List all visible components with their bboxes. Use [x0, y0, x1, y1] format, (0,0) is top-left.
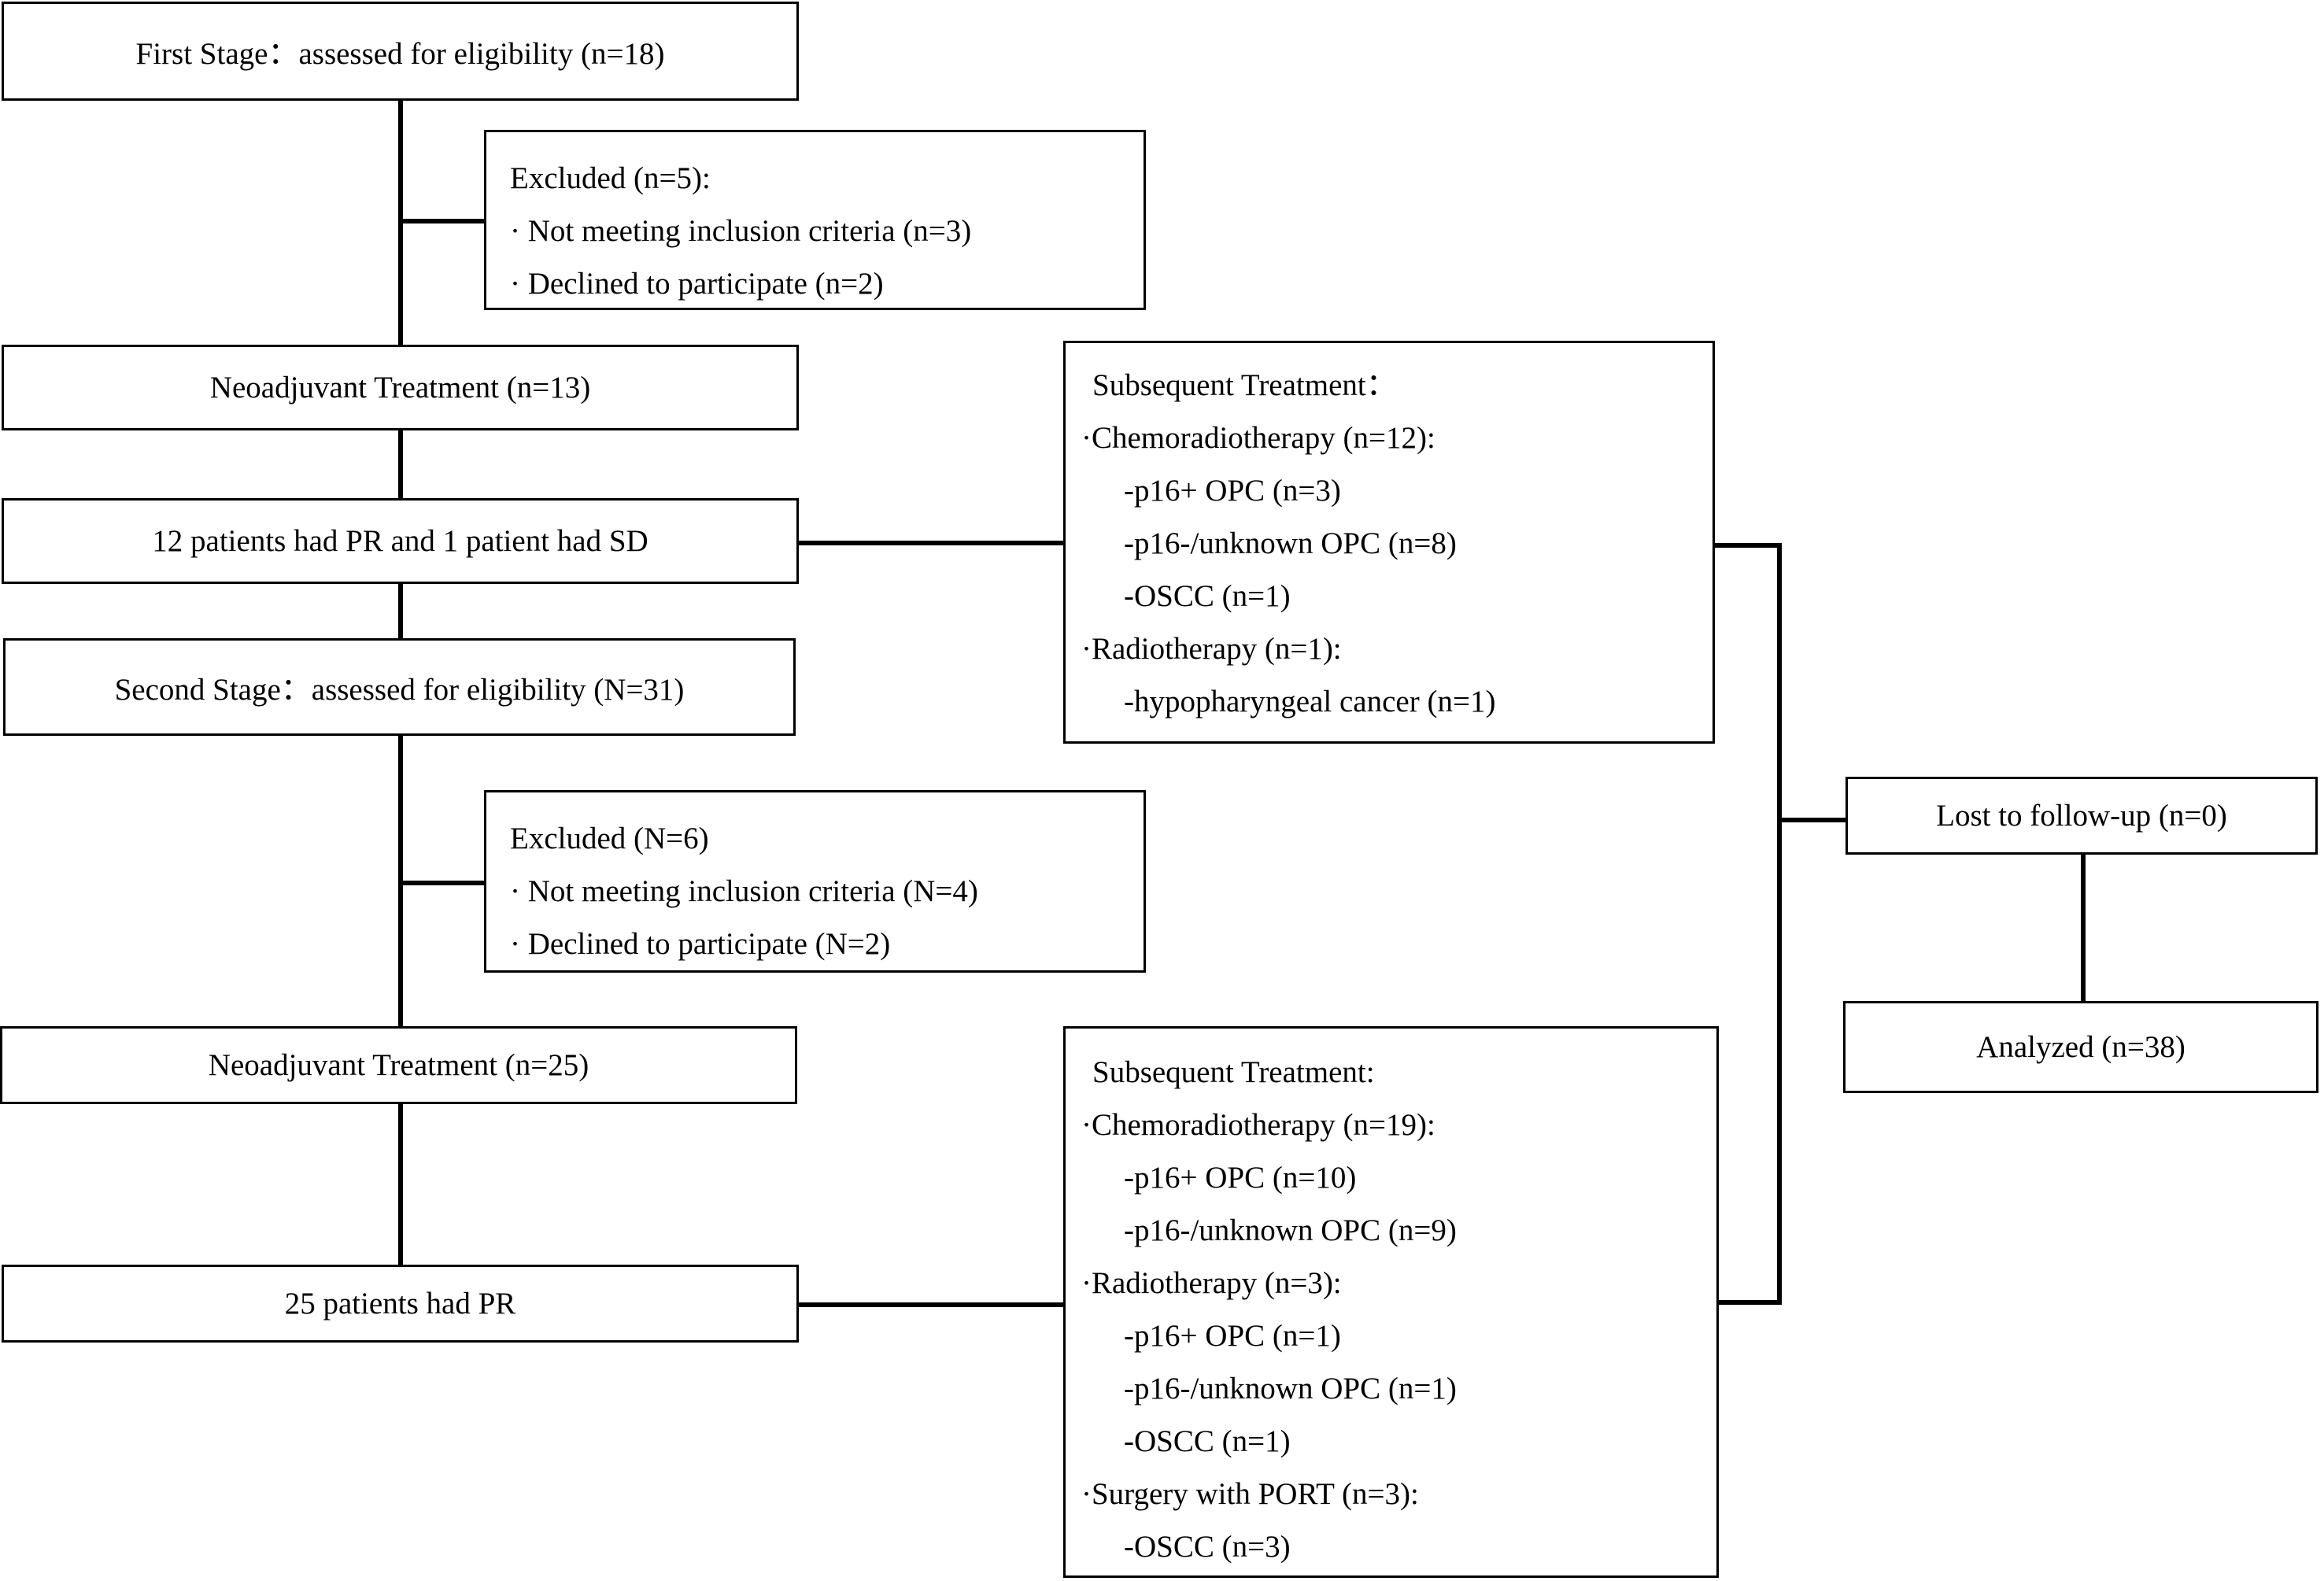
connector-merge-vertical	[1777, 543, 1782, 1305]
stage2-assessed-box: Second Stage：assessed for eligibility (N…	[3, 638, 796, 736]
stage2-response-text: 25 patients had PR	[284, 1287, 516, 1321]
stage2-excluded-box: Excluded (N=6) · Not meeting inclusion c…	[484, 790, 1146, 973]
stage2-neoadjuvant-box: Neoadjuvant Treatment (n=25)	[0, 1026, 797, 1104]
stage1-excluded-item: · Not meeting inclusion criteria (n=3)	[510, 214, 972, 248]
analyzed-text: Analyzed (n=38)	[1976, 1030, 2185, 1064]
stage1-subsequent-box: Subsequent Treatment： ·Chemoradiotherapy…	[1063, 341, 1715, 744]
stage2-excluded-item: · Not meeting inclusion criteria (N=4)	[510, 874, 978, 908]
connector-stage2-main	[398, 733, 403, 1027]
stage1-assessed-box: First Stage：assessed for eligibility (n=…	[2, 2, 799, 101]
connector-stage2-excluded	[398, 881, 486, 885]
stage2-assessed-text: Second Stage：assessed for eligibility (N…	[114, 673, 685, 707]
stage1-subsequent-line: ·Radiotherapy (n=1):	[1081, 632, 1342, 666]
stage2-subsequent-line: -OSCC (n=1)	[1124, 1424, 1291, 1458]
connector-lost-analyzed	[2081, 852, 2086, 1002]
analyzed-box: Analyzed (n=38)	[1843, 1001, 2318, 1093]
stage2-subsequent-line: ·Surgery with PORT (n=3):	[1081, 1477, 1419, 1511]
stage2-subsequent-line: -p16-/unknown OPC (n=9)	[1124, 1213, 1457, 1247]
stage1-excluded-box: Excluded (n=5): · Not meeting inclusion …	[484, 130, 1146, 310]
connector-response2-subsequent2	[798, 1302, 1066, 1307]
stage2-excluded-title: Excluded (N=6)	[510, 822, 709, 855]
connector-response1-stage2	[398, 582, 403, 640]
stage1-response-box: 12 patients had PR and 1 patient had SD	[2, 498, 799, 584]
stage2-subsequent-line: -p16+ OPC (n=1)	[1124, 1319, 1341, 1353]
stage1-excluded-title: Excluded (n=5):	[510, 161, 711, 195]
stage2-neoadjuvant-text: Neoadjuvant Treatment (n=25)	[208, 1048, 589, 1082]
stage1-subsequent-line: -OSCC (n=1)	[1124, 579, 1291, 613]
stage1-subsequent-line: ·Chemoradiotherapy (n=12):	[1081, 421, 1435, 455]
stage2-subsequent-line: ·Chemoradiotherapy (n=19):	[1081, 1108, 1435, 1142]
stage1-subsequent-line: -hypopharyngeal cancer (n=1)	[1124, 685, 1496, 718]
stage1-subsequent-title: Subsequent Treatment：	[1092, 368, 1397, 402]
stage2-subsequent-line: -OSCC (n=3)	[1124, 1530, 1291, 1564]
stage2-subsequent-line: -p16-/unknown OPC (n=1)	[1124, 1372, 1457, 1406]
connector-subsequent1-merge	[1713, 543, 1780, 548]
stage2-subsequent-line: ·Radiotherapy (n=3):	[1081, 1266, 1342, 1300]
stage2-response-box: 25 patients had PR	[2, 1265, 799, 1343]
lost-to-followup-box: Lost to follow-up (n=0)	[1846, 777, 2318, 855]
connector-merge-lost	[1777, 818, 1848, 822]
connector-neo2-response2	[398, 1103, 403, 1266]
stage1-assessed-text: First Stage：assessed for eligibility (n=…	[135, 37, 665, 71]
stage2-excluded-item: · Declined to participate (N=2)	[510, 927, 891, 961]
connector-neo1-response1	[398, 429, 403, 500]
stage1-subsequent-line: -p16-/unknown OPC (n=8)	[1124, 526, 1457, 560]
stage2-subsequent-line: -p16+ OPC (n=10)	[1124, 1161, 1357, 1195]
stage1-excluded-item: · Declined to participate (n=2)	[510, 267, 884, 301]
lost-to-followup-text: Lost to follow-up (n=0)	[1936, 799, 2227, 833]
stage1-neoadjuvant-text: Neoadjuvant Treatment (n=13)	[209, 371, 591, 404]
connector-stage1-excluded	[398, 219, 486, 223]
connector-subsequent2-merge	[1717, 1300, 1780, 1305]
connector-response1-subsequent1	[798, 541, 1066, 545]
stage2-subsequent-title: Subsequent Treatment:	[1092, 1055, 1375, 1089]
stage1-subsequent-line: -p16+ OPC (n=3)	[1124, 474, 1341, 508]
stage2-subsequent-box: Subsequent Treatment: ·Chemoradiotherapy…	[1063, 1026, 1719, 1578]
stage1-neoadjuvant-box: Neoadjuvant Treatment (n=13)	[2, 345, 799, 430]
stage1-response-text: 12 patients had PR and 1 patient had SD	[152, 524, 648, 558]
